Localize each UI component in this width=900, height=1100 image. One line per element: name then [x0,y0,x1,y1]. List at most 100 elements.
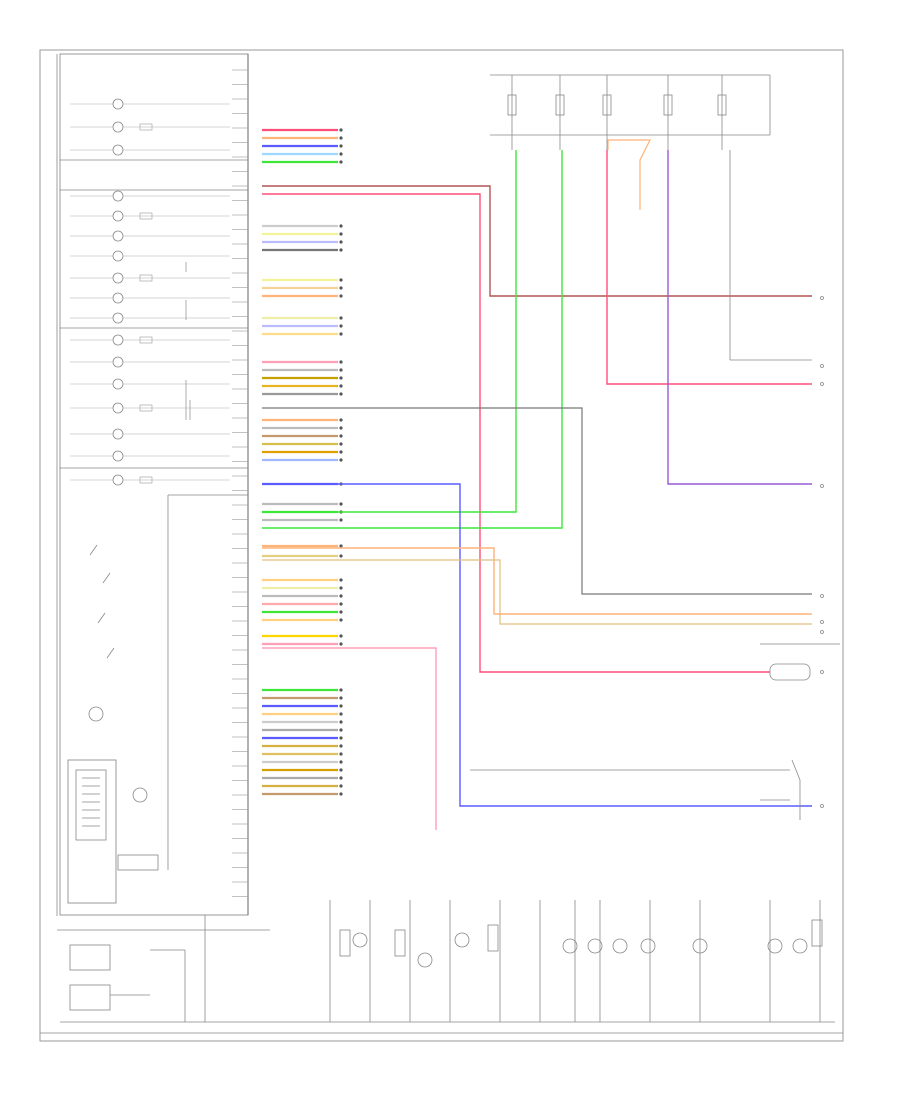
lamp-resistor [139,476,153,484]
wire-stub-terminal [339,144,343,148]
wire-stub-terminal [339,240,343,244]
wire-stub-terminal [339,760,343,764]
indicator-lamp [112,98,124,110]
wire-stub-terminal [339,368,343,372]
wire-stub-terminal [339,434,343,438]
wire-stub-terminal [339,332,343,336]
lamp-resistor [139,404,153,412]
lamp-resistor [139,274,153,282]
bottom-components [339,919,823,968]
wire-purple [667,150,812,485]
wire-stub-terminal [339,418,343,422]
wire-stub-terminal [339,384,343,388]
wire-stub-terminal [339,728,343,732]
wire-stub-terminal [339,554,343,558]
bottom-resistor [394,929,406,957]
bottom-lamp [587,938,603,954]
wire-stub-terminal [339,324,343,328]
wire-stub-terminal [339,712,343,716]
indicator-lamp [112,190,124,202]
wire-stub-terminal [339,426,343,430]
wire-stub-terminal [339,768,343,772]
wire-stub-terminal [339,224,343,228]
wire-stub-terminal [339,360,343,364]
wire-stub-terminal [339,792,343,796]
wire-stub-terminal [339,232,343,236]
cluster-transistor-box [117,854,159,871]
wire-stub-terminal [339,316,343,320]
wire-stub-terminal [339,586,343,590]
wire-stub-terminal [339,376,343,380]
wire-stub-terminal [339,776,343,780]
lamp-resistor [139,336,153,344]
cluster-cpu-module [67,759,117,904]
bottom-lamp [640,938,656,954]
indicator-lamp [112,230,124,242]
indicator-lamp [112,121,124,133]
wire-red [262,193,770,673]
wire-blue [262,483,812,807]
wire-stub-terminal [339,128,343,132]
wire-stub-terminal [339,442,343,446]
ground-bus [204,900,835,1023]
wire-pink [262,647,437,830]
wire-stub-terminal [339,160,343,164]
wire-stub-terminal [339,518,343,522]
indicator-lamp [112,378,124,390]
cluster-rules [60,159,248,870]
indicator-lamp [112,210,124,222]
bottom-resistor [339,929,351,957]
wire-stub-terminal [339,152,343,156]
bottom-lamp [767,938,783,954]
bottom-lamp [352,932,368,948]
wire-stub-terminal [339,704,343,708]
bottom-lamp [792,938,808,954]
cluster-buzzer-circle [132,787,148,803]
wire-stub-terminal [339,610,343,614]
wire-stub-terminal [339,458,343,462]
wire-green-2 [262,150,563,529]
wire-stub-terminal [339,784,343,788]
bottom-lamp [454,932,470,948]
wire-stub-terminal [339,392,343,396]
wire-stub-terminal [339,688,343,692]
indicator-lamp [112,356,124,368]
indicator-lamps [70,98,230,486]
bottom-lamp [562,938,578,954]
wire-stub-terminal [339,136,343,140]
wire-stub-terminal [339,544,343,548]
indicator-lamp [112,292,124,304]
wire-stub-terminal [339,294,343,298]
wire-stub-terminal [339,248,343,252]
wire-green-1 [262,150,517,513]
wire-stub-terminal [339,286,343,290]
indicator-lamp [112,272,124,284]
bottom-lamp [612,938,628,954]
indicator-lamp [112,144,124,156]
wire-orange-sensor [607,139,651,210]
indicator-lamp [112,474,124,486]
brake-switch-area [57,929,270,1023]
fuse-block [490,74,771,150]
indicator-lamp [112,450,124,462]
wire-stub-terminal [339,602,343,606]
indicator-lamp [112,250,124,262]
cluster-gauge-circle [88,706,104,722]
wire-stub-terminal [339,642,343,646]
wire-stub-terminal [339,720,343,724]
indicator-lamp [112,402,124,414]
wire-stub-terminal [339,744,343,748]
diagram-frame [39,49,844,1042]
cluster-chip-pins [82,777,100,827]
indicator-lamp [112,334,124,346]
wire-stub-terminal [339,736,343,740]
wire-stub-terminal [339,502,343,506]
wire-stub-terminal [339,634,343,638]
sensor-area [470,759,801,820]
indicator-lamp [112,312,124,324]
cluster-display-chip [75,769,107,841]
wire-stubs [262,128,343,796]
wire-stub-terminal [339,278,343,282]
lamp-resistor [139,123,153,131]
